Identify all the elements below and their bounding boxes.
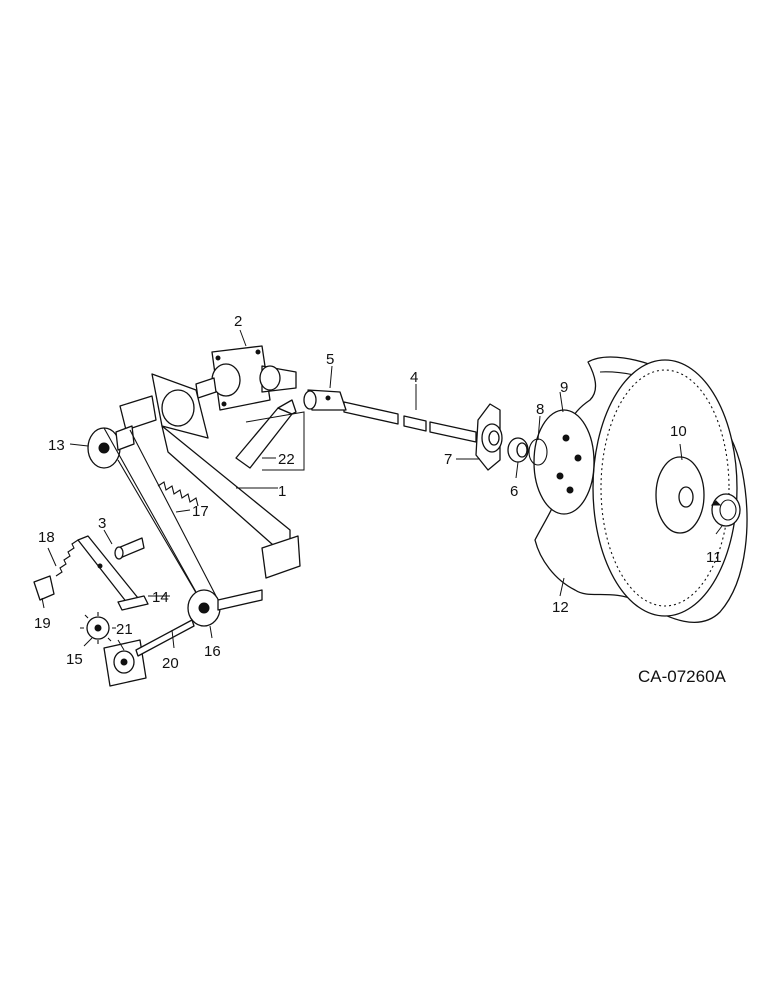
- callout-12: 12: [552, 599, 569, 616]
- callout-3: 3: [98, 515, 106, 532]
- bearing-flange: [475, 403, 503, 471]
- tension-spring: [55, 539, 79, 577]
- hub-plate: [655, 456, 705, 534]
- callout-2: 2: [234, 313, 242, 330]
- small-sprocket: [80, 612, 116, 644]
- clip: [33, 575, 55, 601]
- callout-1: 1: [278, 483, 286, 500]
- upper-sprocket: [87, 425, 135, 469]
- lever-arm: [77, 535, 149, 611]
- callout-5: 5: [326, 351, 334, 368]
- shaft: [343, 401, 477, 443]
- gearbox: [195, 345, 297, 411]
- leader-lines: [41, 329, 723, 651]
- callout-21: 21: [116, 621, 133, 638]
- callout-15: 15: [66, 651, 83, 668]
- idler-plate: [103, 639, 147, 687]
- lower-sprocket: [187, 589, 263, 627]
- callout-7: 7: [444, 451, 452, 468]
- callout-18: 18: [38, 529, 55, 546]
- pin: [114, 537, 145, 560]
- callouts: 1 2 3 4 5 6 7 8 9 10 11 12 13 14 15 16 1…: [34, 313, 722, 672]
- callout-14: 14: [152, 589, 169, 606]
- callout-22: 22: [278, 451, 295, 468]
- callout-8: 8: [536, 401, 544, 418]
- callout-11: 11: [706, 549, 722, 566]
- threaded-rod: [135, 619, 195, 657]
- callout-19: 19: [34, 615, 51, 632]
- callout-20: 20: [162, 655, 179, 672]
- disc-plate: [533, 409, 595, 515]
- callout-13: 13: [48, 437, 65, 454]
- main-frame: [119, 373, 301, 579]
- callout-10: 10: [670, 423, 687, 440]
- bushing: [507, 437, 529, 463]
- drawing-code: CA-07260A: [638, 667, 727, 686]
- callout-9: 9: [560, 379, 568, 396]
- coupling-yoke: [303, 389, 347, 411]
- knob: [710, 493, 741, 527]
- callout-6: 6: [510, 483, 518, 500]
- callout-16: 16: [204, 643, 221, 660]
- callout-17: 17: [192, 503, 209, 520]
- spring: [157, 481, 199, 507]
- callout-4: 4: [410, 369, 418, 386]
